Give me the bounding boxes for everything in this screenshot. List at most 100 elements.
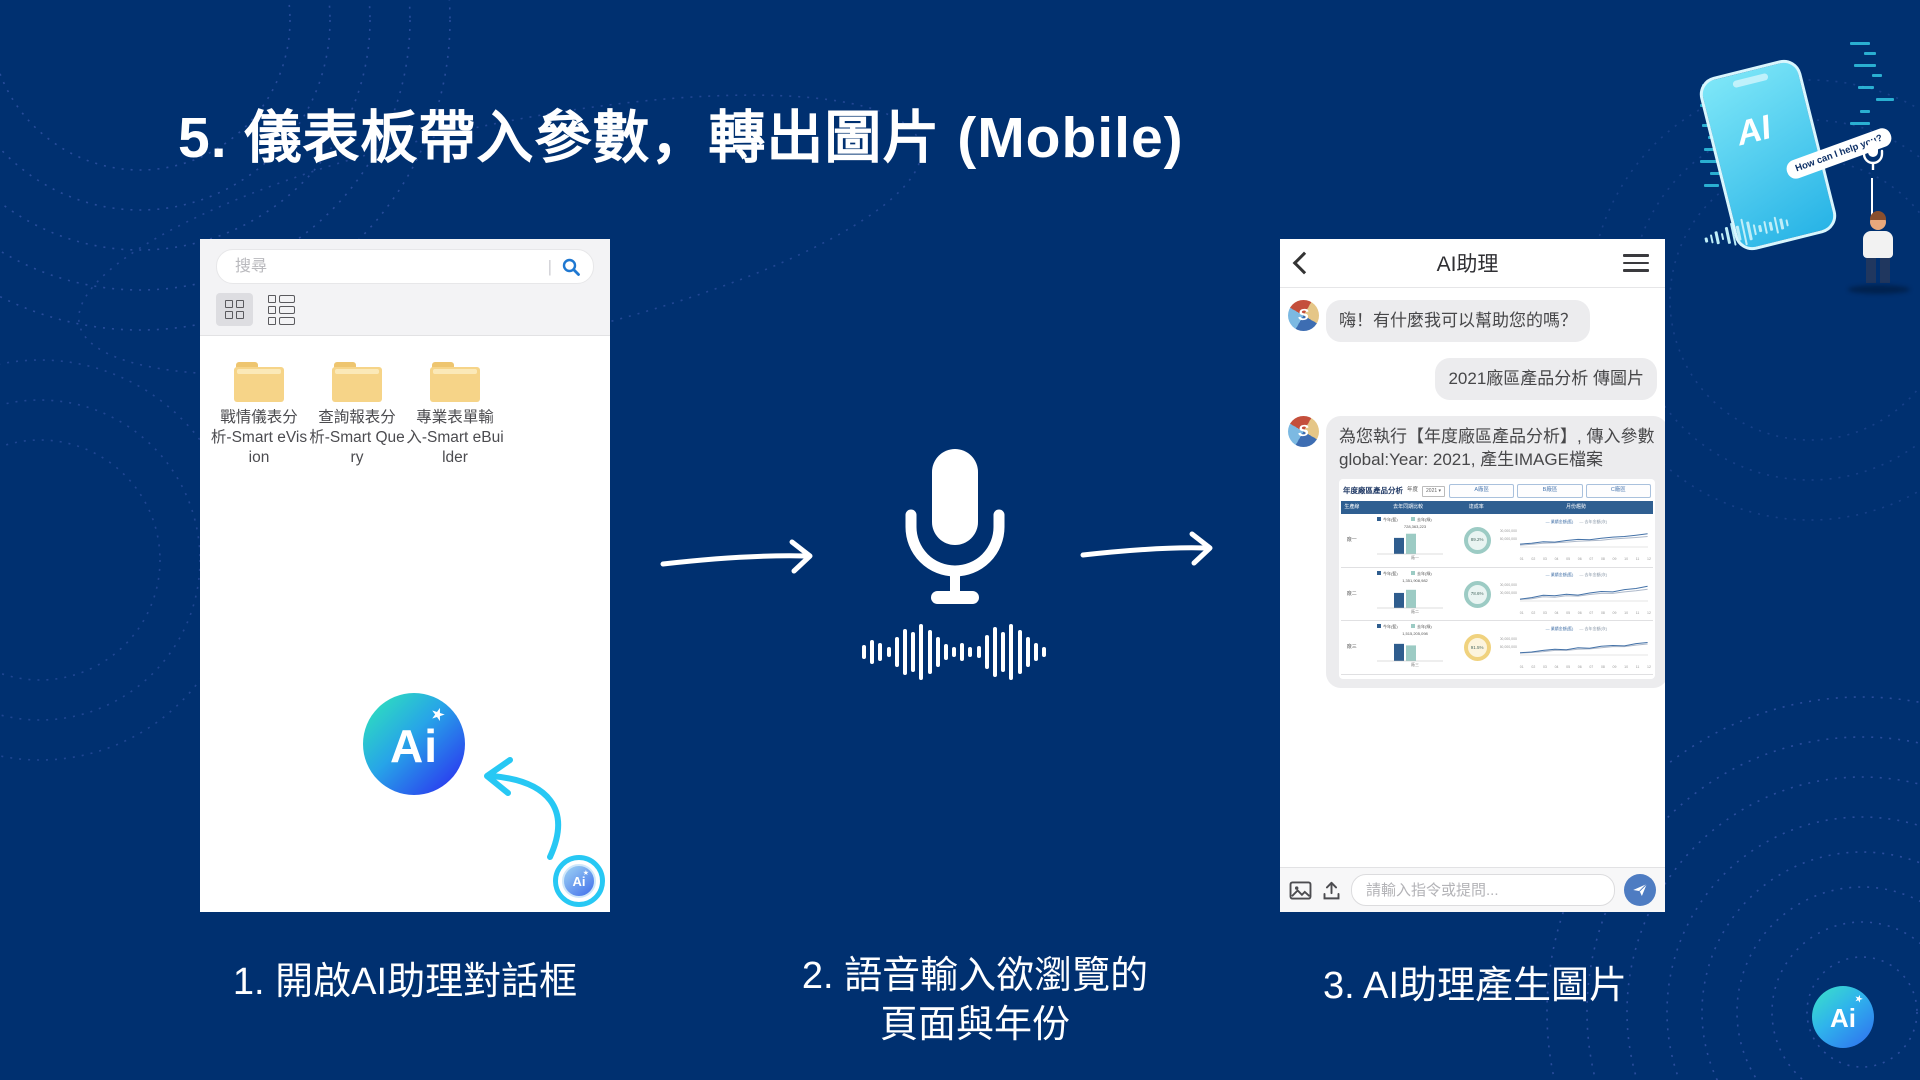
ai-assistant-button-large[interactable]: Ai ★ <box>363 693 465 795</box>
send-icon <box>1633 883 1648 896</box>
svg-text:今年(藍): 今年(藍) <box>1383 516 1398 522</box>
svg-text:700,000,000: 700,000,000 <box>1500 591 1517 595</box>
dashboard-gauge: 78.6% <box>1455 580 1500 608</box>
search-divider: | <box>547 256 552 276</box>
search-bar[interactable]: | <box>216 249 594 284</box>
menu-icon[interactable] <box>1623 254 1649 272</box>
ai-mini-logo-text: Ai <box>572 873 586 889</box>
dashboard-gauge: 91.5% <box>1455 634 1500 662</box>
chat-header: AI助理 <box>1280 239 1665 288</box>
dashboard-gauge: 89.2% <box>1455 526 1500 554</box>
year-dropdown: 2021 ▾ <box>1422 485 1446 497</box>
flow-arrow-right <box>1080 531 1213 566</box>
message-input[interactable] <box>1364 880 1602 900</box>
search-icon[interactable] <box>561 257 581 277</box>
dashboard-column-header: 去年同期比較 <box>1393 503 1424 510</box>
folder-icon <box>234 362 284 402</box>
dashboard-column-header: 達成率 <box>1468 503 1484 510</box>
assistant-message-text: 為您執行【年度廠區產品分析】, 傳入參數 global:Year: 2021, … <box>1339 426 1655 470</box>
folder-label: 專業表單輸入-Smart eBuilder <box>406 409 504 466</box>
list-view-toggle[interactable] <box>263 293 300 326</box>
svg-text:廠三: 廠三 <box>1411 661 1419 667</box>
folder-label: 查詢報表分析-Smart Query <box>309 409 405 466</box>
ai-chat-screenshot: AI助理 S 嗨！有什麼我可以幫助您的嗎？ 2021廠區產品分析 傳圖片 S 為… <box>1280 239 1665 912</box>
assistant-avatar: S <box>1288 300 1319 331</box>
soundwave-icon <box>862 622 1052 682</box>
chat-input-bar <box>1280 867 1665 912</box>
dashboard-region-button: C廠區 <box>1585 484 1651 498</box>
user-message: 2021廠區產品分析 傳圖片 <box>1435 357 1657 400</box>
svg-text:廠二: 廠二 <box>1411 608 1419 614</box>
svg-text:350,000,000: 350,000,000 <box>1500 537 1517 541</box>
dashboard-line-chart: — 業績金額(藍)— 去年金額(灰) 1,500,000,000 750,000,0… <box>1494 624 1653 671</box>
dashboard-line-chart: — 業績金額(藍)— 去年金額(灰)700,000,000350,000,000… <box>1497 517 1653 564</box>
image-icon[interactable] <box>1289 880 1312 900</box>
line-legend: — 業績金額(藍)— 去年金額(灰) <box>1545 518 1608 524</box>
ai-brand-star-icon: ★ <box>1852 992 1865 1007</box>
chat-messages: S 嗨！有什麼我可以幫助您的嗎？ 2021廠區產品分析 傳圖片 S 為您執行【年… <box>1280 288 1665 867</box>
grid-view-toggle[interactable] <box>216 293 253 326</box>
dashboard-title: 年度廠區產品分析 <box>1343 485 1403 495</box>
dashboard-column-header: 生產線 <box>1344 503 1360 510</box>
svg-text:去年(綠): 去年(綠) <box>1417 570 1432 576</box>
ai-logo-star-icon: ★ <box>427 703 448 726</box>
assistant-message: 嗨！有什麼我可以幫助您的嗎？ <box>1326 300 1590 342</box>
dashboard-row-label: 廠二 <box>1346 590 1357 597</box>
dashboard-column-header: 月份趨勢 <box>1565 503 1586 510</box>
file-browser-screenshot: | 戰情儀表分析-Smart eVision <box>200 239 610 912</box>
ai-logo-text: Ai <box>390 720 438 772</box>
message-input-pill[interactable] <box>1351 874 1615 906</box>
svg-text:廠一: 廠一 <box>1411 554 1419 560</box>
ai-assistant-floating-button[interactable]: Ai ★ <box>553 855 605 907</box>
svg-text:750,000,000: 750,000,000 <box>1500 645 1517 649</box>
ai-mini-star-icon: ★ <box>582 870 589 877</box>
assistant-message-with-image: 為您執行【年度廠區產品分析】, 傳入參數 global:Year: 2021, … <box>1326 415 1665 689</box>
gauge-donut: 89.2% <box>1463 526 1491 554</box>
dashboard-row-label: 廠三 <box>1346 644 1357 651</box>
illustration-mic-icon <box>1862 140 1884 170</box>
upload-icon[interactable] <box>1321 880 1342 901</box>
folder-icon <box>430 362 480 402</box>
folder-label: 戰情儀表分析-Smart eVision <box>210 409 308 466</box>
folder-item[interactable]: 戰情儀表分析-Smart eVision <box>210 362 308 467</box>
dashboard-row-label: 廠一 <box>1346 536 1357 543</box>
year-label: 年度 <box>1407 487 1419 494</box>
svg-text:去年(綠): 去年(綠) <box>1417 516 1432 522</box>
search-input[interactable] <box>233 256 544 277</box>
ai-brand-logo: Ai ★ <box>1812 986 1874 1048</box>
svg-text:1,500,000,000: 1,500,000,000 <box>1500 637 1517 641</box>
assistant-avatar: S <box>1288 415 1319 447</box>
dashboard-region-button: A廠區 <box>1449 484 1515 498</box>
gauge-donut: 78.6% <box>1463 580 1491 608</box>
dashboard-region-button: B廠區 <box>1517 484 1583 498</box>
svg-text:今年(藍): 今年(藍) <box>1383 623 1398 629</box>
slide-title: 5. 儀表板帶入參數，轉出圖片 (Mobile) <box>178 106 1184 170</box>
svg-text:去年(綠): 去年(綠) <box>1417 623 1432 629</box>
microphone-icon <box>875 445 1035 622</box>
dashboard-table-header: 生產線 去年同期比較 達成率 月份趨勢 <box>1341 500 1653 514</box>
gauge-donut: 91.5% <box>1463 634 1491 662</box>
folder-item[interactable]: 查詢報表分析-Smart Query <box>308 362 406 467</box>
step1-caption: 1. 開啟AI助理對話框 <box>232 961 578 1003</box>
line-legend: — 業績金額(藍)— 去年金額(灰) <box>1545 626 1608 632</box>
chat-title: AI助理 <box>1436 253 1499 276</box>
send-button[interactable] <box>1624 874 1656 906</box>
illustration-ai-text: AI <box>1732 108 1775 154</box>
grid-view-icon <box>225 300 244 319</box>
file-browser-toolbar: | <box>200 239 610 336</box>
step2-caption: 2. 語音輸入欲瀏覽的 頁面與年份 <box>801 955 1149 1047</box>
line-legend: — 業績金額(藍)— 去年金額(灰) <box>1545 572 1608 578</box>
folder-item[interactable]: 專業表單輸入-Smart eBuilder <box>406 362 504 467</box>
flow-arrow-left <box>660 539 813 574</box>
